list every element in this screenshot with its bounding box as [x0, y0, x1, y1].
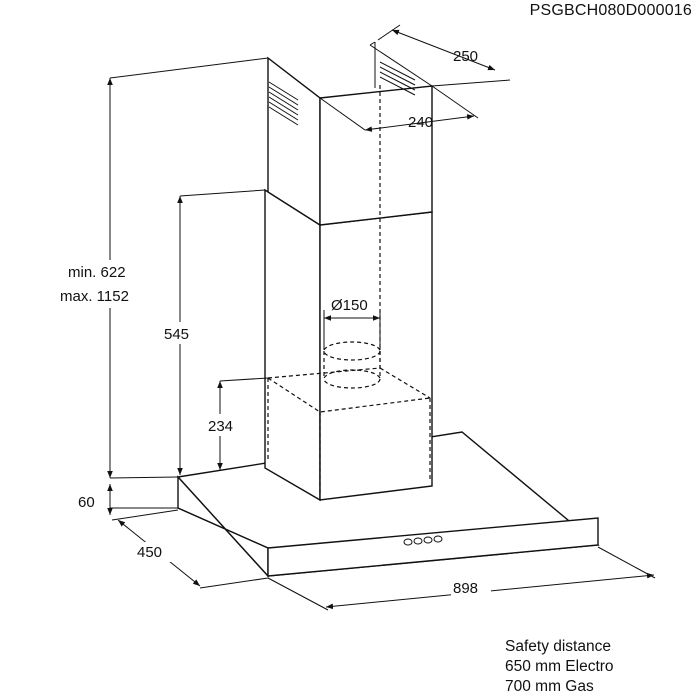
dimension-60-label: 60 [78, 494, 95, 511]
dimension-898-label: 898 [453, 580, 478, 597]
dimension-450-label: 450 [137, 544, 162, 561]
dimension-250-label: 250 [453, 48, 478, 65]
vent-slots-left [268, 81, 299, 126]
dimension-duct-diameter [323, 310, 381, 350]
height-max-label: max. 1152 [60, 288, 129, 305]
dimension-240 [319, 85, 479, 132]
dimension-234-label: 234 [208, 418, 233, 435]
reference-code: PSGBCH080D000016 [529, 2, 692, 19]
vent-slots-right [379, 61, 416, 96]
control-buttons [403, 535, 443, 546]
hidden-duct-collar [323, 341, 381, 389]
dimension-545-label: 545 [164, 326, 189, 343]
dimension-250 [377, 24, 511, 87]
safety-distance-note: Safety distance 650 mm Electro 700 mm Ga… [505, 637, 614, 697]
dimension-240-label: 240 [408, 114, 433, 131]
safety-note-line1: Safety distance [505, 638, 611, 655]
duct-diameter-label: Ø150 [331, 297, 368, 314]
safety-note-line2: 650 mm Electro [505, 658, 614, 675]
chimney [264, 41, 433, 502]
dimension-60 [107, 484, 178, 515]
safety-note-line3: 700 mm Gas [505, 678, 594, 695]
height-min-label: min. 622 [68, 264, 126, 281]
